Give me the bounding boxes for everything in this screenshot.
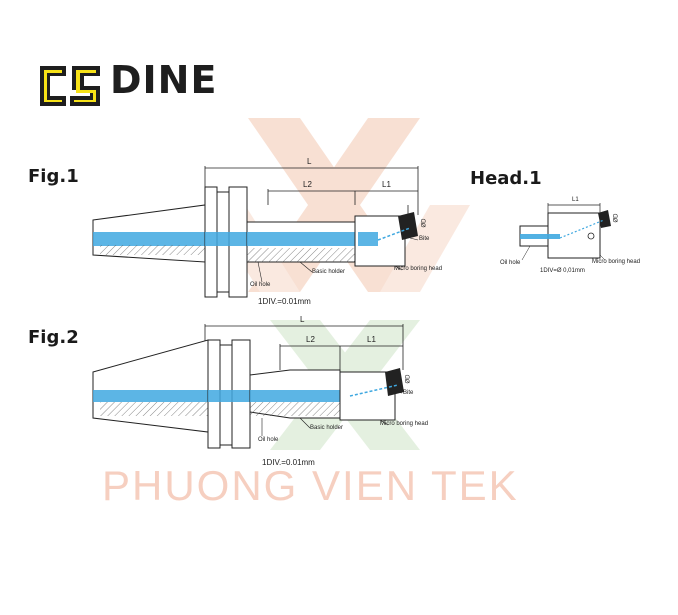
fig1-label-div: 1DIV.=0.01mm [258,297,311,306]
fig2-label-oil-hole: Oil hole [258,437,279,443]
fig2-title: Fig.2 [28,327,79,348]
head1-label-oil-hole: Oil hole [500,260,521,266]
fig1-label-bite: Bite [419,236,430,242]
fig2-label-div: 1DIV.=0.01mm [262,458,315,467]
fig1-label-micro-head: Micro boring head [394,266,443,272]
fig2-dim-L: L [300,315,305,324]
fig2-dim-L2: L2 [306,335,315,344]
head1-title: Head.1 [470,168,542,189]
fig1-dim-L: L [307,157,312,166]
fig1-dim-L1: L1 [382,180,391,189]
fig2-dim-D: ØD [405,374,412,384]
head1-label-div: 1DIV=Ø 0,01mm [540,268,585,274]
dine-logo-icon [40,66,100,106]
fig2-label-basic-holder: Basic holder [310,425,344,431]
head1-label-micro-head: Micro boring head [592,259,641,265]
watermark-text: PHUONG VIEN TEK [102,462,519,509]
head1-dim-L1: L1 [572,197,579,203]
logo-brand-text: DINE [110,58,218,102]
fig2-label-micro-head: Micro boring head [380,421,429,427]
fig1-title: Fig.1 [28,166,79,187]
fig2-dim-L1: L1 [367,335,376,344]
fig1-dim-L2: L2 [303,180,312,189]
fig1-label-basic-holder: Basic holder [312,269,346,275]
fig2-label-bite: Bite [403,390,414,396]
fig1-label-oil-hole: Oil hole [250,282,271,288]
